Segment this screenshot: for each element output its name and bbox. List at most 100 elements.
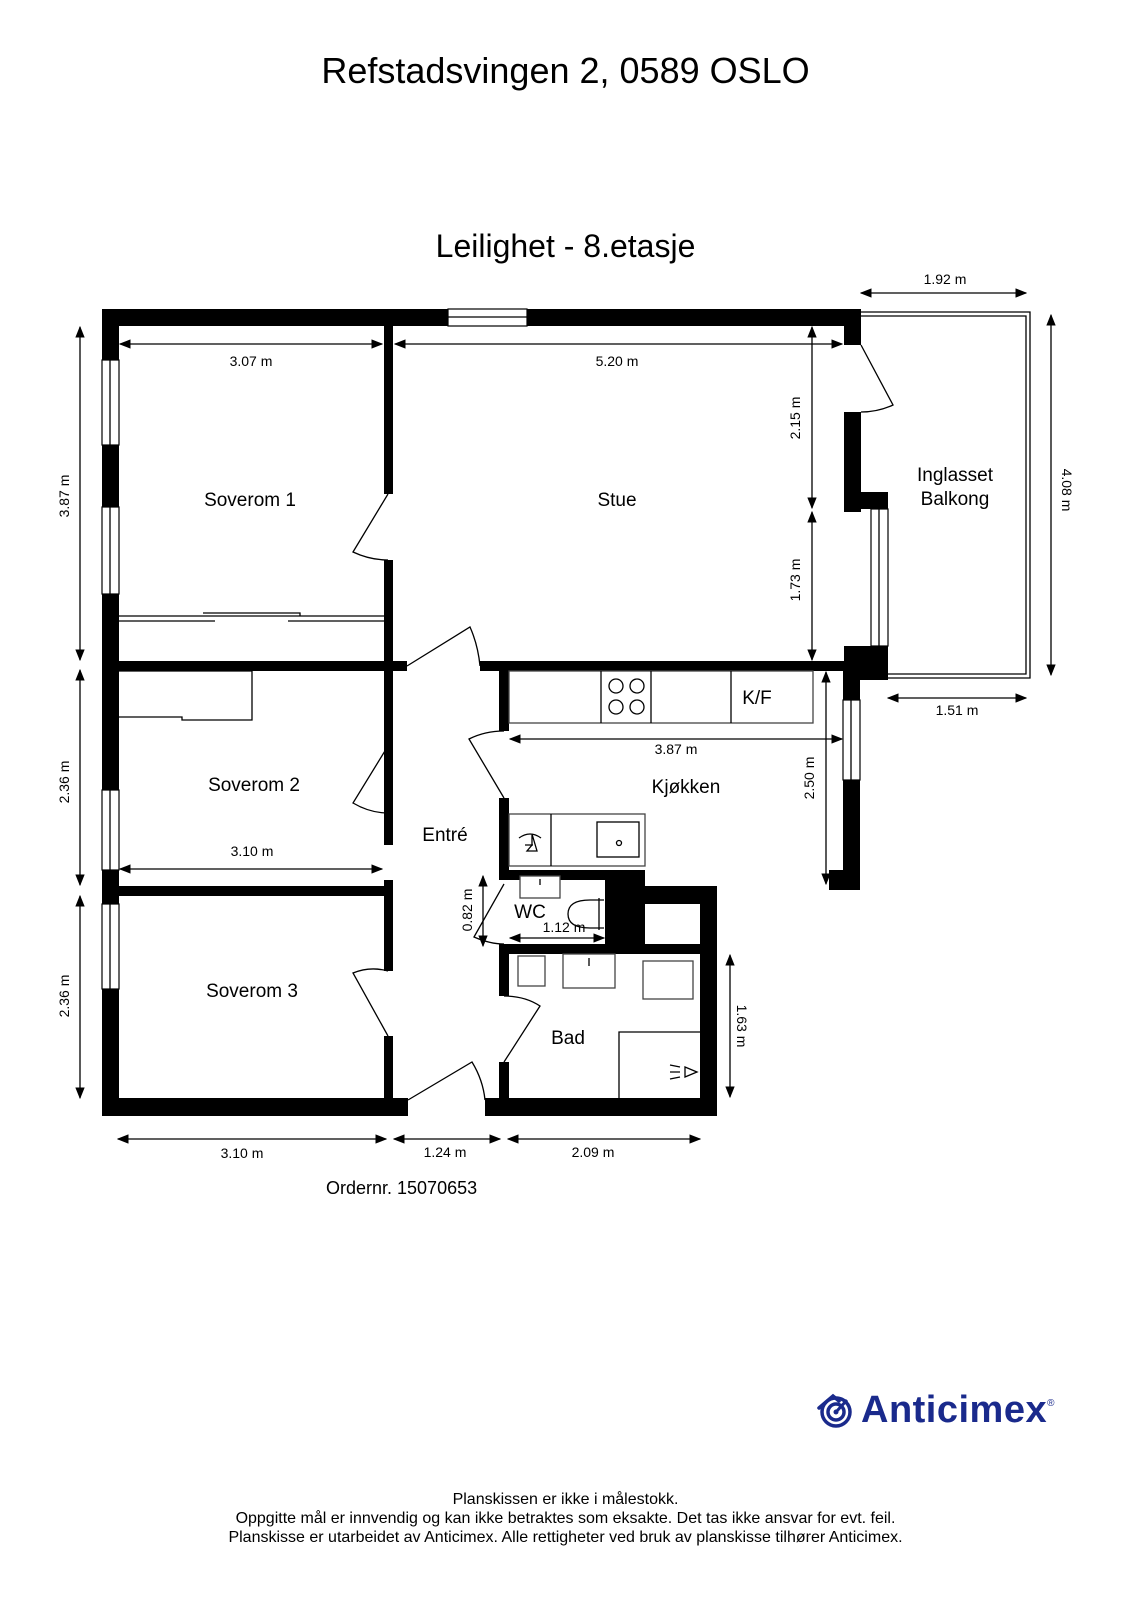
floor-plan: K/F (56, 271, 1075, 1161)
wall-interior (499, 870, 611, 880)
walls (102, 309, 888, 1116)
room-soverom1: Soverom 1 (204, 490, 296, 511)
wall-left-seg (102, 309, 119, 360)
room-balkong-line2: Balkong (921, 489, 990, 510)
wall-interior (384, 326, 393, 494)
wall-interior (119, 886, 393, 896)
wall-shaft-top (610, 870, 645, 890)
wall-left-seg (102, 445, 119, 507)
shower-icon (669, 1064, 699, 1080)
disclaimer-line: Oppgitte mål er innvendig og kan ikke be… (235, 1510, 896, 1527)
room-soverom2: Soverom 2 (208, 775, 300, 796)
wall-stue-right-top (844, 309, 861, 345)
address-title: Refstadsvingen 2, 0589 OSLO (321, 50, 810, 91)
door-wc (473, 883, 505, 945)
dim-soverom2-width: 3.10 m (231, 843, 274, 859)
logo-wordmark: Anticimex (861, 1388, 1048, 1431)
bad-cabinet-icon (517, 955, 546, 987)
room-entre: Entré (422, 825, 467, 846)
bathroom-fixtures (517, 875, 700, 1098)
wall-top-left (102, 309, 448, 326)
stove-icon (608, 678, 645, 715)
kitchen-counter-top (508, 670, 814, 724)
dim-soverom2-height: 2.36 m (56, 761, 72, 804)
balcony-outline (861, 311, 1031, 679)
dim-stue-width: 5.20 m (596, 353, 639, 369)
dim-balkong-width-top: 1.92 m (924, 271, 967, 287)
door-soverom1 (352, 493, 389, 561)
wall-bottom-left (102, 1098, 408, 1116)
wall-interior (499, 798, 509, 880)
wall-interior (499, 1062, 509, 1098)
room-wc: WC (514, 902, 546, 923)
wall-stue-jog (844, 492, 888, 509)
disclaimer-line: Planskisse er utarbeidet av Anticimex. A… (228, 1529, 903, 1546)
wall-interior (119, 661, 407, 671)
wall-interior (384, 880, 393, 971)
dim-balkong-width-bottom: 1.51 m (936, 702, 979, 718)
door-balcony (860, 344, 894, 413)
floor-title: Leilighet - 8.etasje (435, 228, 696, 264)
order-number: Ordernr. 15070653 (326, 1178, 478, 1198)
wall-top-right (527, 309, 861, 326)
dim-balkong-height: 4.08 m (1059, 469, 1075, 512)
disclaimer: Planskissen er ikke i målestokk. Oppgitt… (0, 1490, 1131, 1547)
door-soverom3 (352, 968, 389, 1037)
wardrobes (119, 612, 384, 721)
washing-machine-icon (642, 960, 694, 1000)
dim-soverom1-height: 3.87 m (56, 475, 72, 518)
wall-kitchen-right (843, 780, 860, 890)
wall-left-seg (102, 870, 119, 904)
registered-mark: ® (1047, 1397, 1055, 1409)
anticimex-logo: Anticimex ® (815, 1388, 1055, 1431)
door-stue (406, 626, 481, 667)
wall-interior (384, 1036, 393, 1098)
wall-interior (499, 954, 509, 996)
sink-icon (596, 821, 640, 858)
bad-sink-icon (562, 953, 616, 989)
wall-left-seg (102, 989, 119, 1116)
room-balkong-line1: Inglasset (917, 465, 994, 486)
dim-soverom3-height: 2.36 m (56, 975, 72, 1018)
wall-stue-jog-bottom (844, 646, 888, 680)
dim-bottom-right: 2.09 m (572, 1144, 615, 1160)
wc-sink-icon (519, 875, 561, 899)
kitchen-fixtures: K/F (508, 670, 814, 867)
dishwasher-icon (518, 833, 542, 852)
wall-stue-right (844, 412, 861, 512)
dim-wc-height: 0.82 m (459, 889, 475, 932)
room-bad: Bad (551, 1028, 585, 1049)
doors (352, 344, 894, 1101)
dim-kjokken-height: 2.50 m (801, 757, 817, 800)
disclaimer-line: Planskissen er ikke i målestokk. (452, 1491, 679, 1508)
room-kjokken: Kjøkken (652, 777, 721, 798)
wall-kitchen-bottom (645, 886, 717, 904)
door-entrance (407, 1061, 486, 1101)
wall-left-seg (102, 594, 119, 790)
door-bad (503, 995, 541, 1063)
anticimex-logo-icon (817, 1393, 852, 1428)
wall-interior (499, 661, 509, 731)
dim-bad-height: 1.63 m (734, 1005, 750, 1048)
wall-kitchen-corner (829, 870, 860, 890)
dim-wc-width: 1.12 m (543, 919, 586, 935)
wall-interior (499, 944, 700, 954)
door-soverom2 (352, 745, 389, 814)
dim-kjokken-width: 3.87 m (655, 741, 698, 757)
dim-bottom-left: 3.10 m (221, 1145, 264, 1161)
dim-soverom1-width: 3.07 m (230, 353, 273, 369)
fridge-freezer-label: K/F (742, 688, 772, 709)
door-kjokken (468, 730, 505, 799)
toilet-icon (567, 899, 604, 929)
dimension-lines (75, 288, 1056, 1144)
shower-area (618, 1031, 700, 1098)
room-soverom3: Soverom 3 (206, 981, 298, 1002)
wall-interior (384, 560, 393, 845)
wardrobe-soverom2 (119, 670, 253, 721)
dim-stue-upper: 2.15 m (787, 397, 803, 440)
wall-bad-right (700, 890, 717, 1116)
wall-bottom-right (485, 1098, 700, 1116)
windows (101, 308, 889, 990)
room-stue: Stue (597, 490, 636, 511)
wall-interior (480, 661, 846, 671)
